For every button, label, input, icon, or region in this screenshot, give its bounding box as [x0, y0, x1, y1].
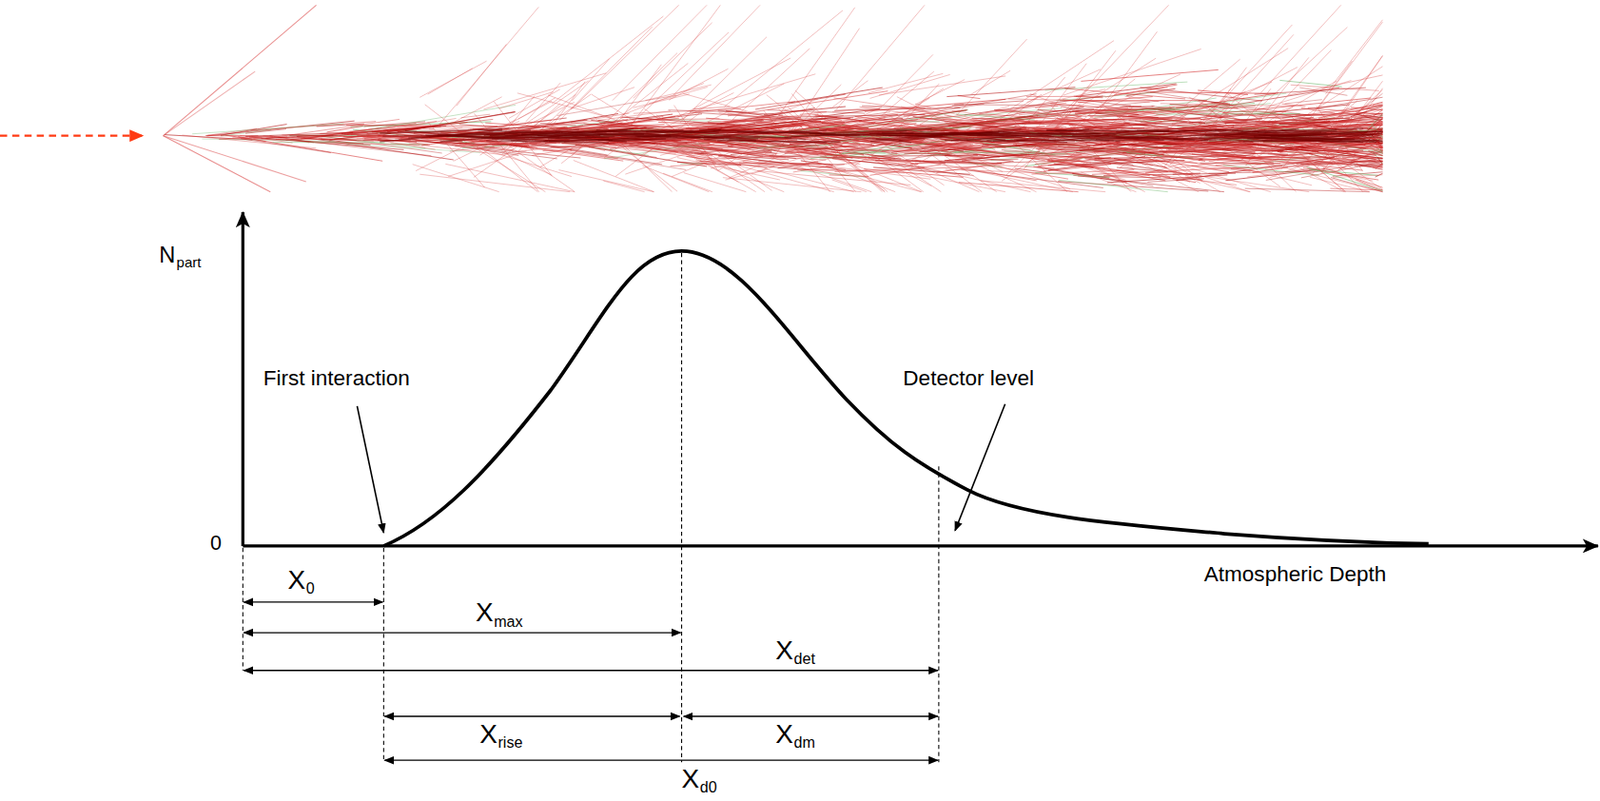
dimension-subscript: dm	[794, 734, 816, 753]
axis-label: N	[158, 241, 176, 268]
dimension-label: X	[475, 598, 494, 629]
axis-origin: 0	[210, 531, 222, 556]
dimension-label: X	[479, 719, 498, 750]
annotation: First interaction	[263, 366, 410, 391]
x-axis	[242, 544, 1599, 547]
dimension-subscript: max	[493, 612, 523, 631]
guide-lines	[242, 253, 939, 762]
dimension-label: X	[682, 763, 701, 795]
axis-title: Atmospheric Depth	[1204, 562, 1387, 587]
y-axis	[241, 212, 245, 547]
dimension-label: X	[775, 635, 794, 666]
dimension-label: X	[288, 565, 307, 596]
axis-label-subscript: part	[176, 253, 202, 271]
dimension-subscript: rise	[497, 734, 523, 753]
annotation: Detector level	[902, 366, 1035, 391]
dimension-label: X	[775, 719, 794, 750]
primary-arrow	[0, 135, 143, 137]
air-shower-illustration	[163, 4, 1384, 192]
leader-lines	[356, 404, 1005, 533]
dimension-subscript: det	[794, 650, 816, 669]
dimension-subscript: d0	[700, 779, 718, 798]
dimension-arrows	[243, 602, 937, 761]
shower-profile-curve	[383, 251, 1428, 547]
dimension-subscript: 0	[306, 580, 315, 599]
